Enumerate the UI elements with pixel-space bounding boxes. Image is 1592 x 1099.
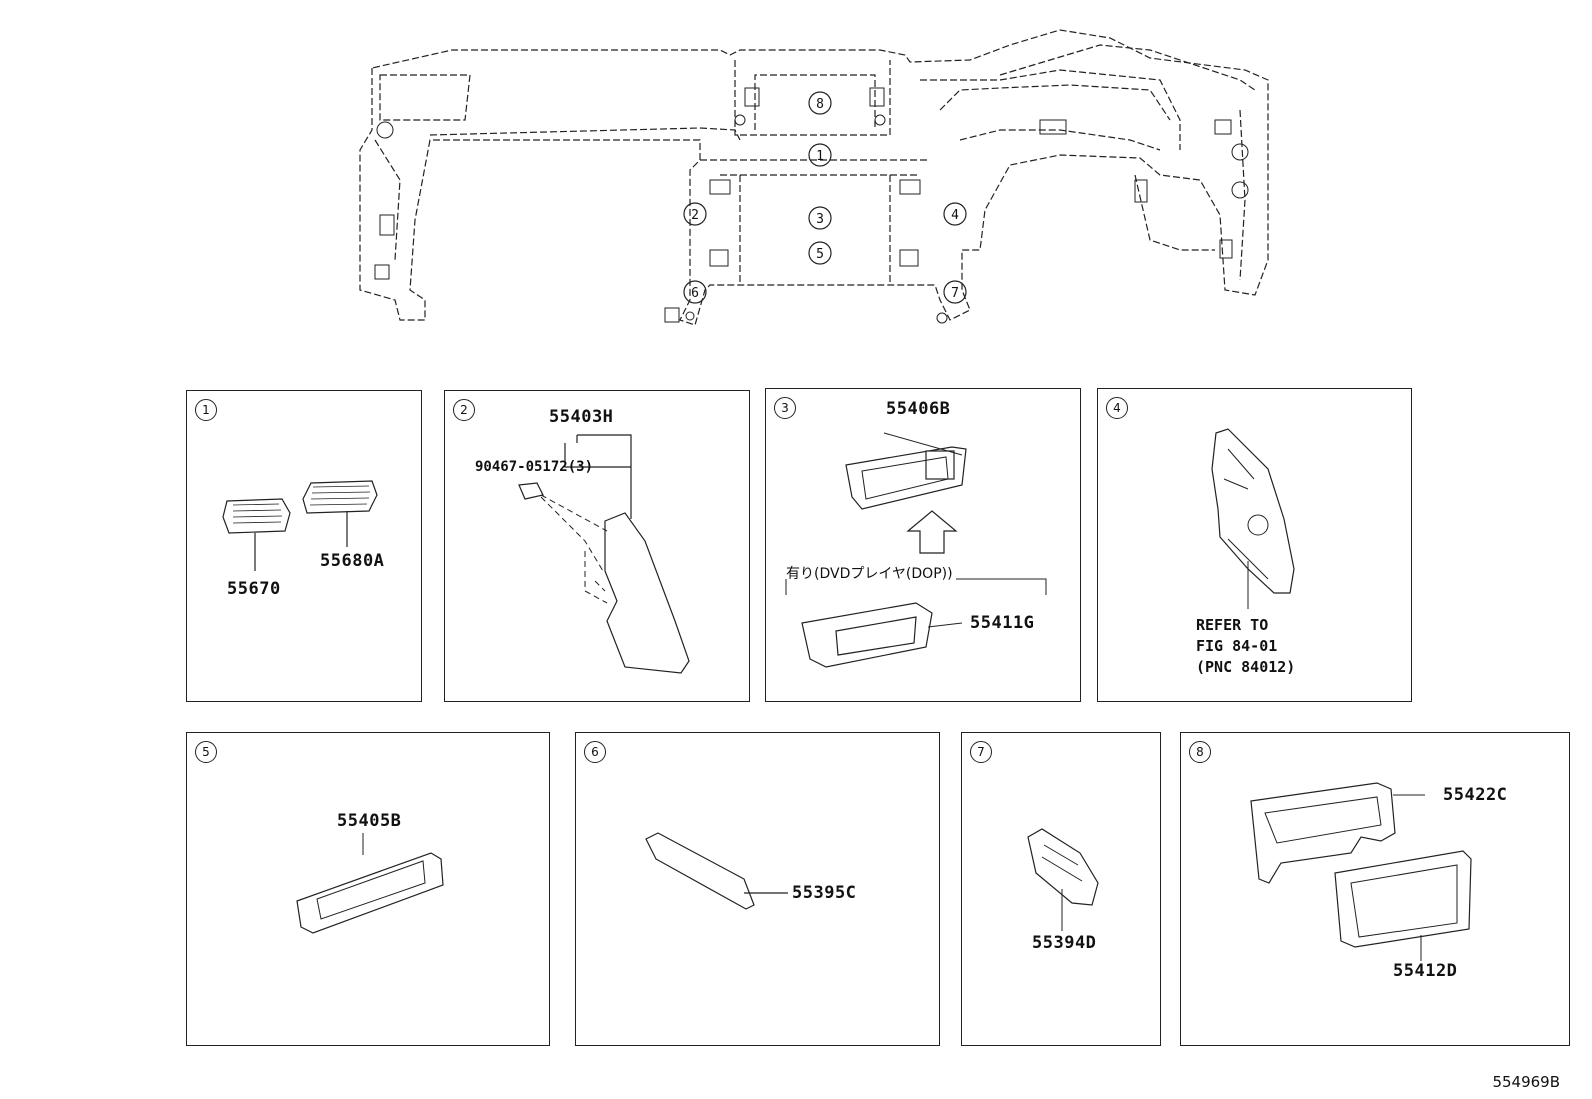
refer-note: REFER TO FIG 84-01 (PNC 84012): [1196, 616, 1296, 676]
callout-6-label: 6: [691, 286, 699, 301]
display-panel-parts-drawing: [1250, 782, 1472, 961]
panel-1-number: 1: [195, 399, 217, 421]
callout-3: [808, 206, 832, 230]
callout-2: [683, 202, 707, 226]
callout-7: [943, 280, 967, 304]
panel-7: 7 55394D: [961, 732, 1161, 1046]
part-55394d-label: 55394D: [1032, 933, 1097, 953]
air-vent-parts-drawing: [222, 480, 378, 571]
part-55680a-label: 55680A: [320, 551, 385, 571]
part-55395c-label: 55395C: [792, 883, 857, 903]
side-panel-part-drawing: [1211, 428, 1295, 609]
panel-5: 5 55405B: [186, 732, 550, 1046]
drawing-code: 554969B: [1492, 1073, 1560, 1091]
callout-5: [808, 241, 832, 265]
callout-4-label: 4: [951, 208, 959, 223]
callout-5-label: 5: [816, 247, 824, 262]
part-55406b-label: 55406B: [886, 399, 951, 419]
dashboard-overview-drawing: 8 1 2 3 4 5 6 7: [359, 29, 1269, 326]
panel-3: 3 55406B 有り(DVDプレイヤ(DOP)) 55411G: [765, 388, 1081, 702]
part-55412d-label: 55412D: [1393, 961, 1458, 981]
panel-5-number: 5: [195, 741, 217, 763]
panel-4-number: 4: [1106, 397, 1128, 419]
panel-6-number: 6: [584, 741, 606, 763]
bracket-part-drawing: [1027, 828, 1099, 931]
part-55405b-label: 55405B: [337, 811, 402, 831]
panel-2: 2 55403H 90467-05172(3): [444, 390, 750, 702]
part-55403h-label: 55403H: [549, 407, 614, 427]
callout-1-label: 1: [816, 149, 824, 164]
part-55670-label: 55670: [227, 579, 281, 599]
panel-8-number: 8: [1189, 741, 1211, 763]
part-90467-05172-label: 90467-05172(3): [475, 459, 594, 475]
callout-4: [943, 202, 967, 226]
panel-4: 4 REFER TO FIG 84-01 (PNC 84012): [1097, 388, 1412, 702]
center-panel-parts-drawing: [785, 432, 1047, 668]
part-55422c-label: 55422C: [1443, 785, 1508, 805]
panel-8: 8 55422C 55412D: [1180, 732, 1570, 1046]
lower-panel-parts-drawing: [518, 434, 690, 674]
lower-center-panel-part-drawing: [296, 833, 444, 934]
callout-8: [808, 91, 832, 115]
callout-3-label: 3: [816, 212, 824, 227]
part-55411g-label: 55411G: [970, 613, 1035, 633]
callout-2-label: 2: [691, 208, 699, 223]
callout-7-label: 7: [951, 286, 959, 301]
callout-1: [808, 143, 832, 167]
panel-6: 6 55395C: [575, 732, 940, 1046]
callout-8-label: 8: [816, 97, 824, 112]
callout-6: [683, 280, 707, 304]
panel-2-number: 2: [453, 399, 475, 421]
panel-3-number: 3: [774, 397, 796, 419]
option-note: 有り(DVDプレイヤ(DOP)): [786, 566, 953, 582]
panel-1: 1 55670 55680A: [186, 390, 422, 702]
panel-7-number: 7: [970, 741, 992, 763]
cover-part-drawing: [645, 832, 788, 910]
